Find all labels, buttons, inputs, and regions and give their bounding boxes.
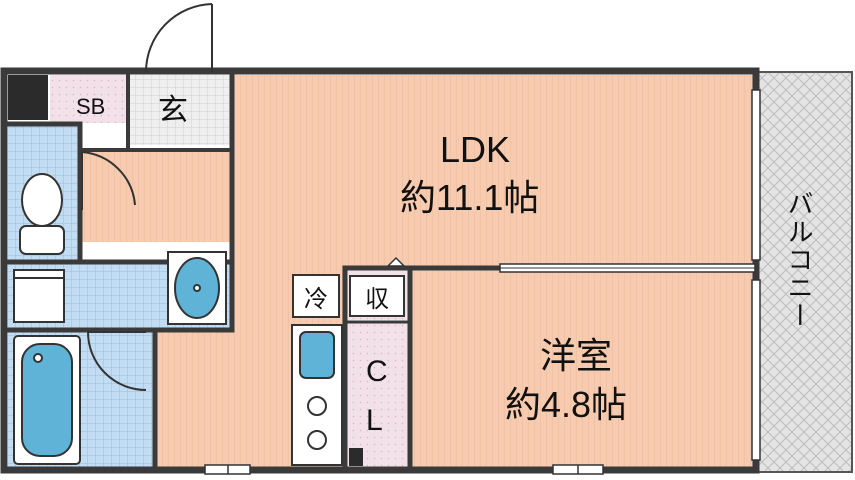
bathtub <box>13 335 81 465</box>
toilet-door <box>81 151 136 210</box>
ldk-floor <box>230 75 755 270</box>
bottom-windows <box>204 464 604 475</box>
storage-label: 収 <box>349 275 405 317</box>
closet-area <box>345 322 410 468</box>
ldk-name: LDK <box>440 129 511 170</box>
entrance-label: 玄 <box>158 94 188 127</box>
washer-space <box>13 269 65 323</box>
balcony-label: バルコニー <box>784 190 814 330</box>
ldk-area: 約11.1帖 <box>400 177 540 218</box>
entrance-floor <box>130 75 230 145</box>
shoe-box-area <box>50 75 128 123</box>
western-room-name: 洋室 <box>540 335 613 376</box>
shoe-box-label: SB <box>76 94 106 119</box>
toilet-fixture <box>19 173 65 255</box>
balcony-window <box>751 89 761 461</box>
western-room-area: 約4.8帖 <box>505 384 628 425</box>
dark-shaft <box>8 75 48 120</box>
front-door <box>145 3 213 73</box>
sliding-door <box>499 263 756 273</box>
fridge-label: 冷 <box>292 274 340 318</box>
balcony-area <box>757 71 853 473</box>
marker-icon <box>386 256 406 267</box>
wash-basin <box>167 251 227 325</box>
closet-label-l: L <box>366 404 383 437</box>
bath-door <box>87 331 147 391</box>
closet-label-c: C <box>366 355 388 388</box>
hall-floor <box>80 150 230 242</box>
western-room-floor <box>410 270 755 468</box>
kitchen-counter <box>291 324 363 466</box>
